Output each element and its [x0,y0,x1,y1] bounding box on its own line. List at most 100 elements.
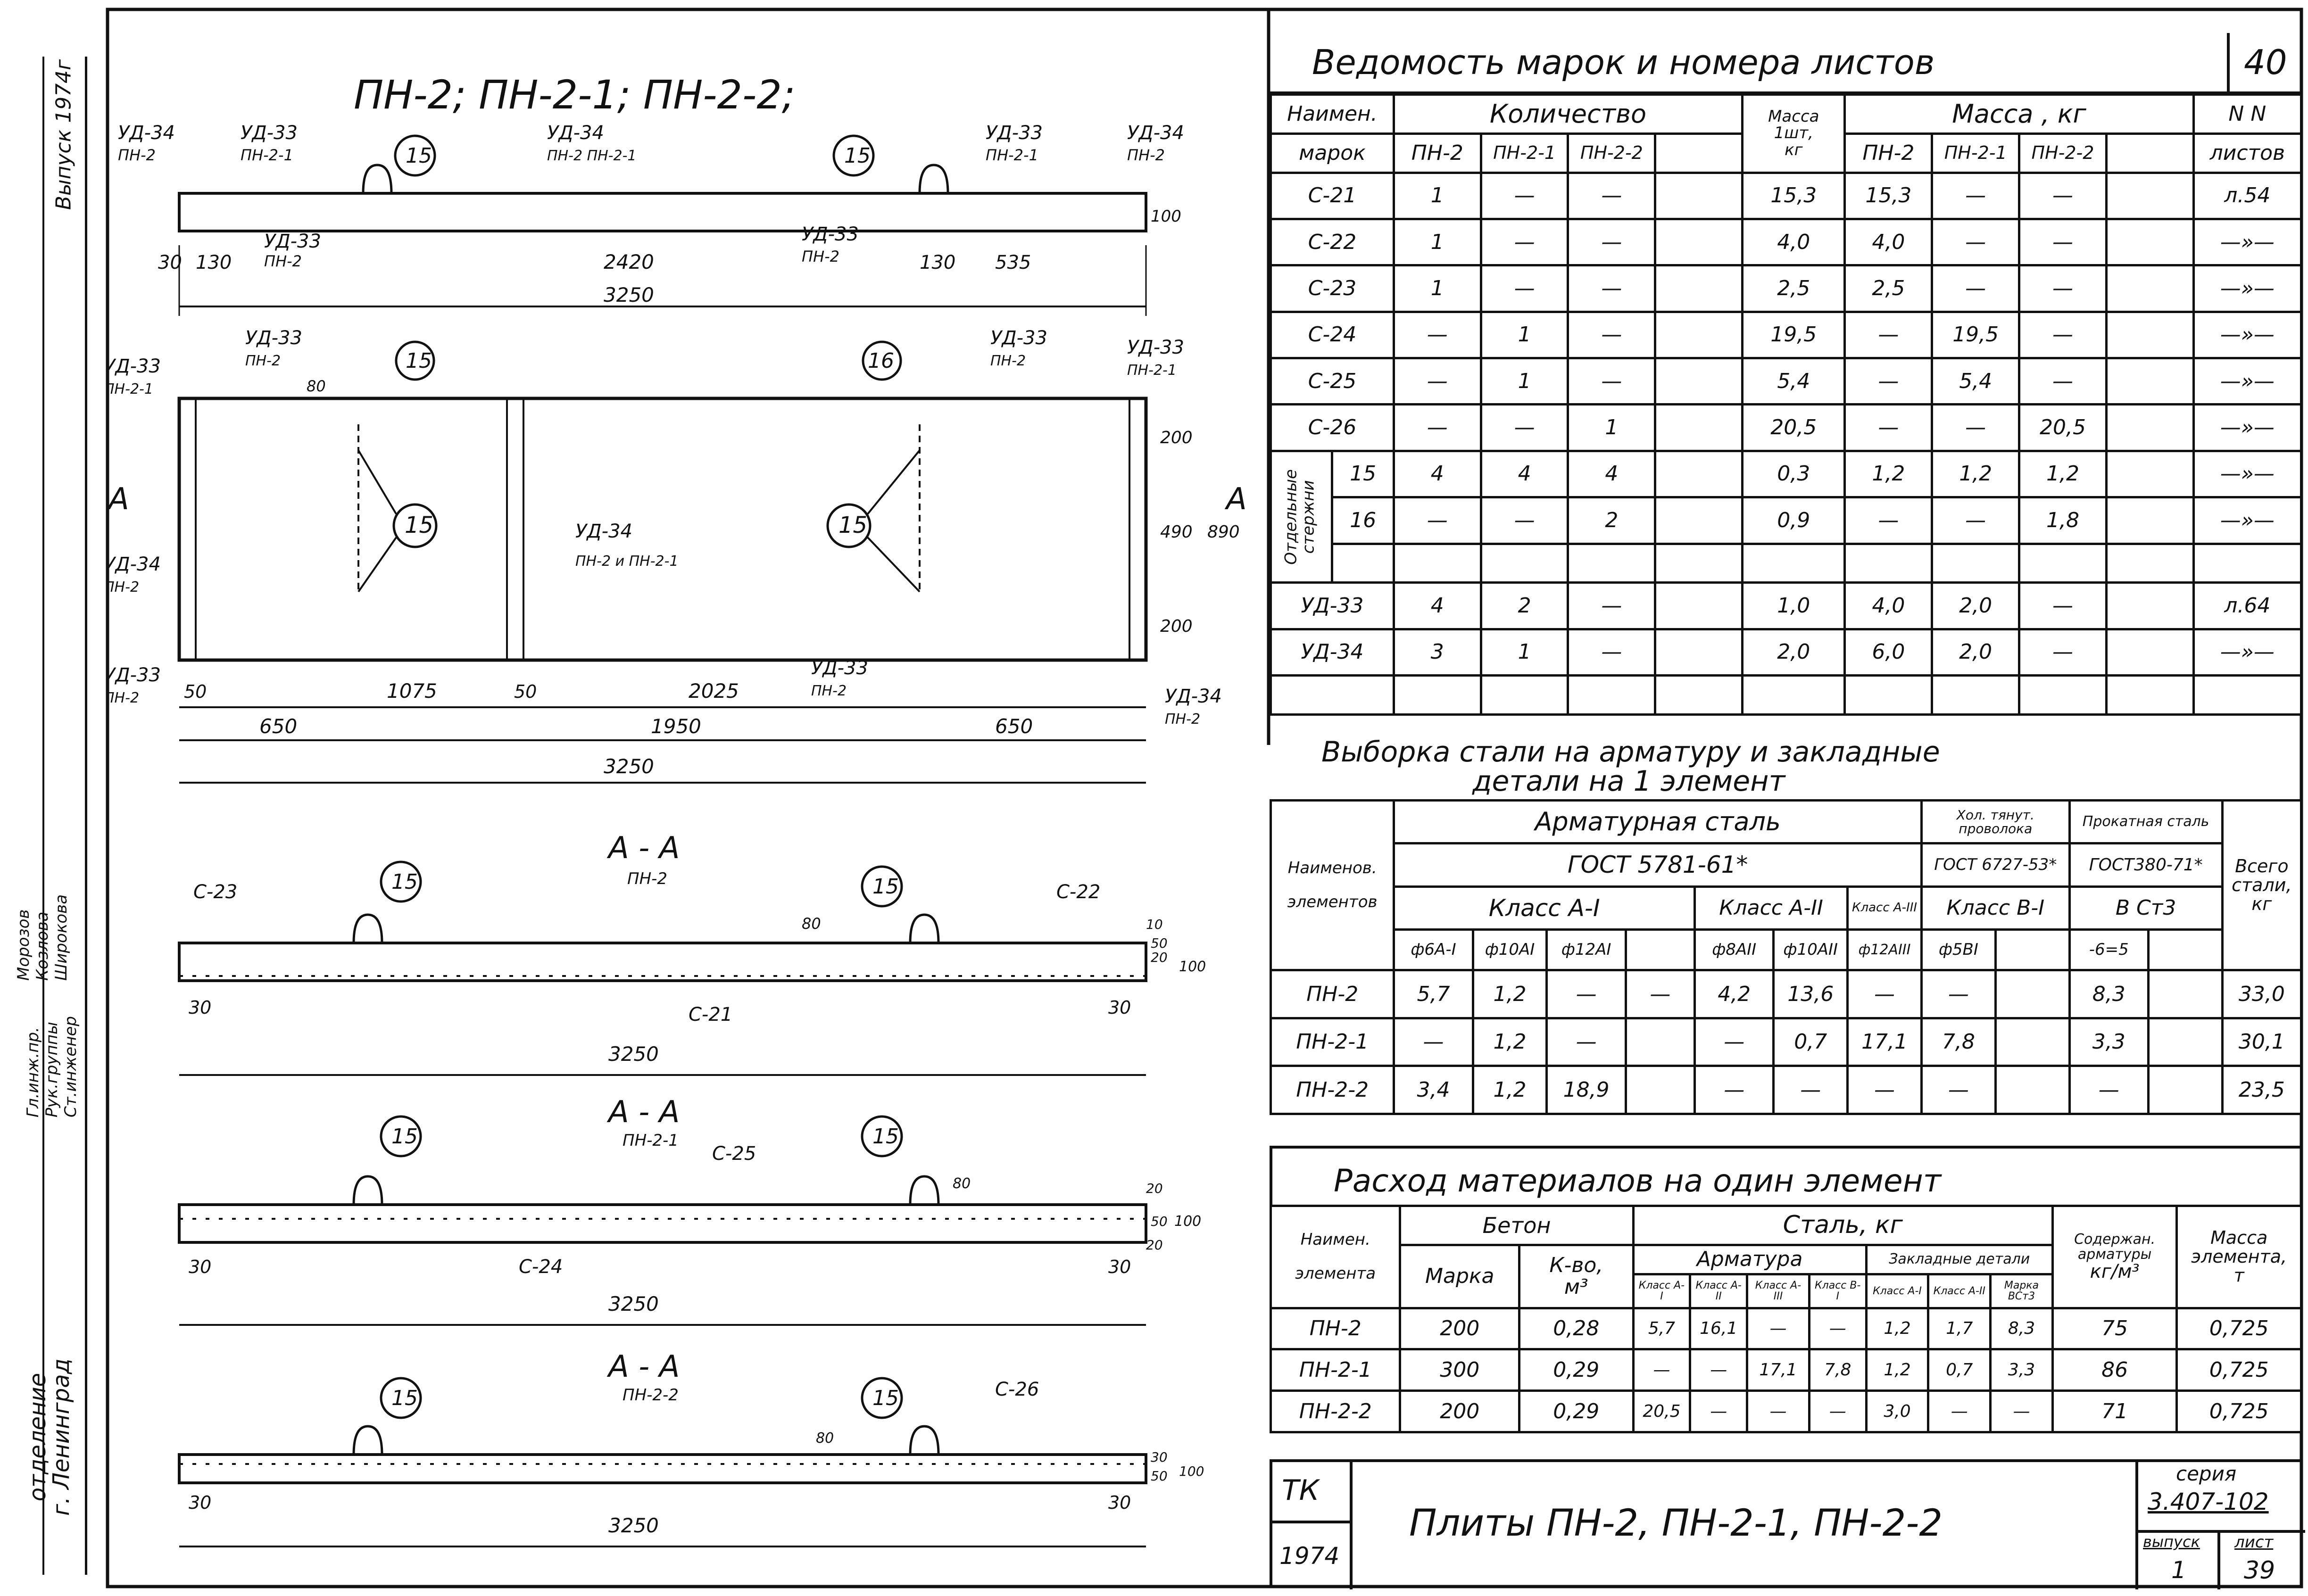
t3-h-mass-3: т [2233,1265,2244,1286]
top-callout-6-ref: ПН-2 [264,252,302,270]
left-sidebar: Выпуск 1974г Гл.инж.пр. Рук.группы Ст.ин… [14,28,104,1584]
t1-r12-e2 [1479,674,1569,716]
t2-h-size-empty-2 [1994,928,2071,972]
section-1-dim-7: 20 [1151,950,1168,965]
t3-h-content-1: Содержан. [2074,1231,2156,1248]
section-2-dim-4: 80 [953,1175,971,1192]
table2: Наименов. элементов Арматурная сталь Хол… [1269,799,2303,1115]
t2-r2-v1: — [1393,1017,1474,1067]
t3-r3-s3: — [1746,1389,1810,1433]
section-3-dim-1: 30 [189,1492,211,1513]
t3-r2-content: 86 [2051,1348,2178,1392]
t2-r3-v5: — [1772,1065,1849,1115]
t3-r1-grade: 200 [1399,1307,1521,1351]
plan-callout-4-ref: ПН-2-1 [1127,362,1177,379]
t3-h-sub-2: Класс А-II [1689,1273,1749,1309]
signature-block: Гл.инж.пр. Рук.группы Ст.инженер Морозов… [14,820,104,1160]
t1-r7-m3: 1,2 [2018,449,2108,499]
t2-h-size-5: ф10АII [1772,928,1849,972]
t3-r2-s3: 17,1 [1746,1348,1810,1392]
t1-group-text: Отдельные стержни [1281,469,1318,565]
t1-r7-unit: 0,3 [1741,449,1846,499]
t3-h-embed: Закладные детали [1865,1243,2054,1275]
t2-r1-e1 [1994,969,2071,1019]
table3: Наимен. элемента Бетон Сталь, кг Содержа… [1269,1205,2302,1433]
t2-r1-v2: 1,2 [1471,969,1548,1019]
t2-r2-total: 30,1 [2221,1017,2303,1067]
t1-r2-q1: 1 [1392,218,1482,267]
t3-r3-grade: 200 [1399,1389,1521,1433]
t1-r10-m3: — [2018,581,2108,630]
top-dim-4: 130 [920,252,955,273]
t3-h-volume: К-во, м³ [1518,1243,1635,1309]
plan-bar-2: 16 [868,349,894,373]
t2-h-total-2: стали, [2232,874,2292,895]
table-row: ПН-2-2 3,4 1,2 18,9 — — — — — 23,5 [1269,1065,2303,1115]
t2-h-size-8: -6=5 [2068,928,2150,972]
top-callout-4: УД-33 [986,122,1043,144]
t1-r4-e2 [2105,310,2195,360]
t1-r7-q3: 4 [1567,449,1657,499]
t3-r2-s6: 0,7 [1927,1348,1992,1392]
sheet-number-box: 40 [2227,33,2302,94]
table-row: ПН-2-1 300 0,29 — — 17,1 7,8 1,2 0,7 3,3… [1269,1348,2302,1392]
top-dim-2: 130 [196,252,232,273]
section-3-dim-7: 50 [1151,1468,1168,1484]
t1-r12-e8 [2018,674,2108,716]
section-3-label-1: С-26 [995,1379,1039,1400]
t3-h-mass: Масса элемента, т [2175,1205,2302,1309]
t2-r2-v3: — [1545,1017,1627,1067]
tb-org-cell: ТК [1272,1462,1353,1523]
t2-r3-v1: 3,4 [1393,1065,1474,1115]
t1-r11-q3: — [1567,628,1657,677]
section-1-label-3: С-21 [689,1004,732,1025]
t2-r3-v2: 1,2 [1471,1065,1548,1115]
t2-h-gost: ГОСТ 5781-61* [1393,842,1923,888]
t1-h-unit: Масса 1шт, кг [1741,93,1846,174]
section-2-title: А - А [606,1095,680,1130]
t1-h-unit-2: 1шт, [1774,124,1813,143]
t2-h-size-empty-3 [2147,928,2224,972]
t1-group-label: Отдельные стержни [1269,449,1334,584]
t3-h-volume-1: К-во, [1549,1253,1603,1277]
t1-r5-q1: — [1392,357,1482,406]
table2-title-2: детали на 1 элемент [1472,765,1785,798]
top-dim-5: 535 [995,252,1031,273]
t1-r6-q2: — [1479,403,1569,452]
section-1-bar-2: 15 [872,875,899,899]
table1-title: Ведомость марок и номера листов [1312,42,1935,82]
t1-r11-q1: 3 [1392,628,1482,677]
t3-r1-s6: 1,7 [1927,1307,1992,1351]
t1-r12-e4 [1654,674,1744,716]
t1-r7-m2: 1,2 [1931,449,2021,499]
plan-dim-2: 1075 [387,679,437,703]
t3-r3-content: 71 [2051,1389,2178,1433]
table3-title-box: Расход материалов на один элемент [1270,1146,2302,1207]
t2-r2-e1 [1994,1017,2071,1067]
t1-r8-q1: — [1392,496,1482,545]
section-1-dim-5: 100 [1179,959,1206,975]
t1-h-qty: Количество [1392,93,1744,135]
plan-dim-12: 890 [1207,522,1240,542]
t1-r10-q3: — [1567,581,1657,630]
plan-dim-9: 200 [1160,428,1193,447]
t3-r1-content: 75 [2051,1307,2178,1351]
t3-h-mass-1: Масса [2210,1227,2268,1249]
t1-r1-sheet: л.54 [2192,171,2303,221]
t1-r6-e2 [2105,403,2195,452]
top-callout-1-ref: ПН-2 [118,146,156,164]
t3-h-sub-3: Класс А-III [1746,1273,1810,1309]
section-1-dim-2: 30 [1108,997,1131,1018]
t2-r3-e0 [1624,1065,1696,1115]
t3-r2-name: ПН-2-1 [1269,1348,1402,1392]
t1-r10-e2 [2105,581,2195,630]
plan-callout-3-ref: ПН-2 [990,353,1026,369]
t1-r2-m3: — [2018,218,2108,267]
table-row: С-26 — — 1 20,5 — — 20,5 —»— [1270,403,2303,452]
t3-r2-s2: — [1689,1348,1749,1392]
t1-r5-m2: 5,4 [1931,357,2021,406]
t1-r8-unit: 0,9 [1741,496,1846,545]
t1-r8-q3: 2 [1567,496,1657,545]
section-3-dim-2: 30 [1108,1492,1131,1513]
